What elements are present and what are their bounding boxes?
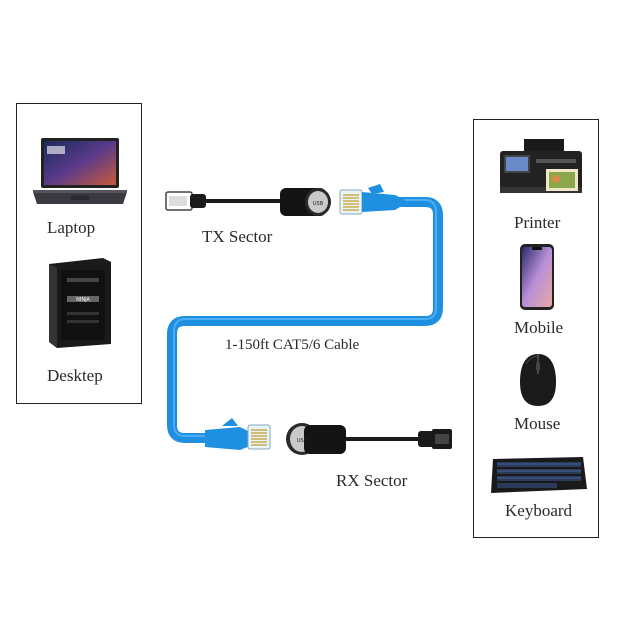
tx-adapter-icon: USB	[280, 188, 331, 216]
printer-icon	[500, 139, 582, 193]
tx-rj45-connector-icon	[339, 184, 405, 215]
laptop-icon	[33, 138, 127, 204]
rx-sector-label: RX Sector	[336, 471, 408, 490]
device-label-keyboard: Keyboard	[505, 501, 573, 520]
device-label-printer: Printer	[514, 213, 561, 232]
cable-length-label: 1-150ft CAT5/6 Cable	[225, 337, 360, 353]
desktop-tower-icon: NINJA	[49, 258, 111, 348]
mobile-phone-icon	[520, 244, 554, 310]
svg-text:USB: USB	[313, 201, 324, 207]
svg-text:NINJA: NINJA	[76, 297, 90, 303]
device-label-mobile: Mobile	[514, 318, 564, 337]
keyboard-icon	[491, 457, 587, 493]
svg-text:USB: USB	[297, 438, 308, 444]
device-label-mouse: Mouse	[514, 414, 561, 433]
tx-usb-plug-icon	[165, 191, 206, 211]
cat-cable	[167, 197, 443, 443]
device-label-desktop: Desktep	[47, 366, 103, 385]
device-label-laptop: Laptop	[47, 218, 96, 237]
rx-adapter-icon: USB	[286, 423, 346, 455]
mouse-icon	[520, 354, 556, 406]
tx-sector-label: TX Sector	[202, 227, 273, 246]
rx-rj45-connector-icon	[205, 418, 271, 450]
rx-usb-female-icon	[418, 429, 452, 449]
